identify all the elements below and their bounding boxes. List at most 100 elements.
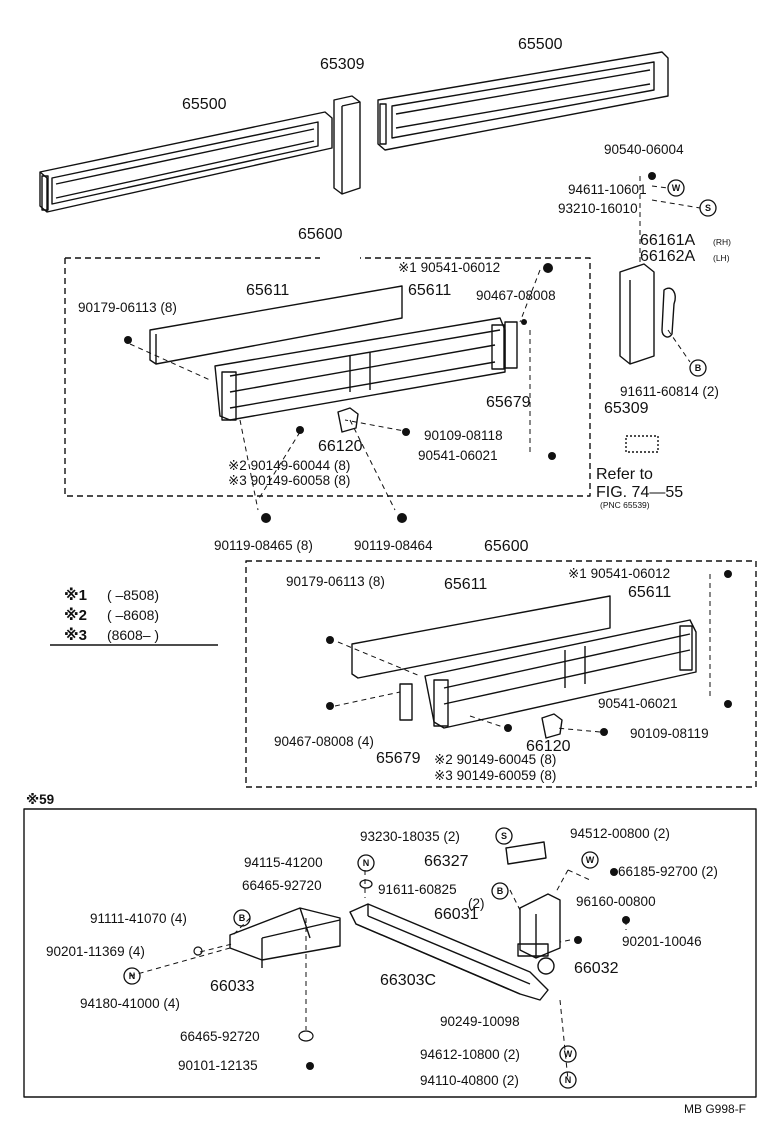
label-90541-a: ※1 90541-06012 [398, 260, 501, 275]
label-90179-a: 90179-06113 (8) [78, 300, 177, 315]
legend-row-3: ※3(8608– ) [64, 627, 160, 644]
label-66161A: 66161A [640, 232, 696, 249]
label-66032: 66032 [574, 960, 619, 977]
panel-65611-bottom-rear [351, 595, 611, 679]
label-90201-b: 90201-10046 [622, 934, 702, 949]
svg-text:N: N [363, 858, 370, 868]
label-65500-right: 65500 [518, 36, 563, 53]
refer-text-3: (PNC 65539) [600, 500, 650, 510]
svg-text:W: W [564, 1049, 573, 1059]
label-90149-c: ※2 90149-60045 (8) [434, 752, 557, 767]
label-90101: 90101-12135 [178, 1058, 258, 1073]
label-93210: 93210-16010 [558, 201, 638, 216]
label-66465-b: 66465-92720 [180, 1029, 260, 1044]
svg-text:B: B [497, 886, 504, 896]
washer-symbol: W [559, 1045, 577, 1063]
label-90149-d: ※3 90149-60059 (8) [434, 768, 557, 783]
svg-text:B: B [239, 913, 246, 923]
label-90119-a: 90119-08465 (8) [214, 538, 313, 553]
spring-washer-symbol: S [495, 827, 513, 845]
svg-text:W: W [586, 855, 595, 865]
label-90149-a: ※2 90149-60044 (8) [228, 458, 351, 473]
plate-66327 [505, 841, 547, 865]
svg-text:W: W [672, 183, 681, 193]
label-90249: 90249-10098 [440, 1014, 520, 1029]
legend-row-2: ※2( –8608) [64, 607, 160, 624]
section-marker-59: ※59 [26, 792, 55, 807]
label-65611-c: 65611 [444, 576, 488, 593]
label-90201-a: 90201-11369 (4) [46, 944, 145, 959]
tailgate-panel-right [377, 51, 669, 151]
latch-66161A [661, 287, 676, 338]
label-90109-a: 90109-08118 [424, 428, 503, 443]
panel-65611-top-rear [149, 285, 403, 365]
post-65309-right [619, 263, 655, 365]
label-66031: 66031 [434, 906, 479, 923]
legend-row-1: ※1( –8508) [64, 587, 160, 604]
label-94110: 94110-40800 (2) [420, 1073, 519, 1088]
center-post-top [333, 95, 361, 195]
hinge-66031 [517, 893, 561, 975]
label-94611: 94611-10601 [568, 182, 647, 197]
label-66162A: 66162A [640, 248, 696, 265]
spring-washer-symbol: S [699, 199, 717, 217]
label-65600-top: 65600 [298, 226, 343, 243]
label-90179-b: 90179-06113 (8) [286, 574, 385, 589]
label-94115: 94115-41200 [244, 855, 323, 870]
label-90467-a: 90467-08008 [476, 288, 556, 303]
hinge-66120-bottom [541, 713, 563, 739]
label-66033: 66033 [210, 978, 255, 995]
nut-symbol: N [357, 854, 375, 872]
label-65611-b: 65611 [408, 282, 452, 299]
label-66303C: 66303C [380, 972, 437, 989]
bolt-symbol: B [233, 909, 251, 927]
label-91611-b: 91611-60825 [378, 882, 457, 897]
drawing-code: MB G998-F [684, 1102, 747, 1116]
svg-text:S: S [705, 203, 711, 213]
label-65309-right: 65309 [604, 400, 649, 417]
bolt-symbol: B [689, 359, 707, 377]
svg-text:S: S [501, 831, 507, 841]
label-90541-d: 90541-06021 [598, 696, 678, 711]
label-91111: 91111-41070 (4) [90, 911, 187, 926]
label-66120-a: 66120 [318, 438, 363, 455]
label-96160: 96160-00800 [576, 894, 656, 909]
frame-bottom [424, 619, 697, 729]
svg-text:B: B [695, 363, 702, 373]
label-66327: 66327 [424, 853, 469, 870]
nut-symbol: N [123, 967, 141, 985]
frame-top [214, 317, 506, 421]
label-94180: 94180-41000 (4) [80, 996, 180, 1011]
label-90119-b: 90119-08464 [354, 538, 433, 553]
label-90541-b: 90541-06021 [418, 448, 498, 463]
label-65309-top: 65309 [320, 56, 365, 73]
svg-text:N: N [565, 1075, 572, 1085]
label-94512: 94512-00800 (2) [570, 826, 670, 841]
hinge-66120-top [337, 407, 359, 433]
label-90149-b: ※3 90149-60058 (8) [228, 473, 351, 488]
refer-text-1: Refer to [596, 466, 653, 483]
label-90541-c: ※1 90541-06012 [568, 566, 671, 581]
label-91611-b-qty: (2) [468, 896, 485, 911]
label-65500-left: 65500 [182, 96, 227, 113]
plate-65679-top [504, 321, 518, 369]
washer-symbol: W [667, 179, 685, 197]
tailgate-panel-left [39, 111, 333, 213]
plate-65679-bottom [399, 683, 413, 721]
rail-66303C [349, 903, 549, 1001]
bracket-66033 [229, 907, 341, 968]
label-66185: 66185-92700 (2) [618, 864, 718, 879]
label-66120-b: 66120 [526, 738, 571, 755]
label-plate [625, 435, 659, 453]
label-66162A-side: (LH) [713, 253, 730, 263]
label-93230: 93230-18035 (2) [360, 829, 460, 844]
label-65679-b: 65679 [376, 750, 421, 767]
label-65679-a: 65679 [486, 394, 531, 411]
refer-text-2: FIG. 74—55 [596, 484, 684, 501]
label-94612: 94612-10800 (2) [420, 1047, 520, 1062]
label-66161A-side: (RH) [713, 237, 731, 247]
washer-symbol: W [581, 851, 599, 869]
label-91611-a: 91611-60814 (2) [620, 384, 719, 399]
label-65611-a: 65611 [246, 282, 290, 299]
